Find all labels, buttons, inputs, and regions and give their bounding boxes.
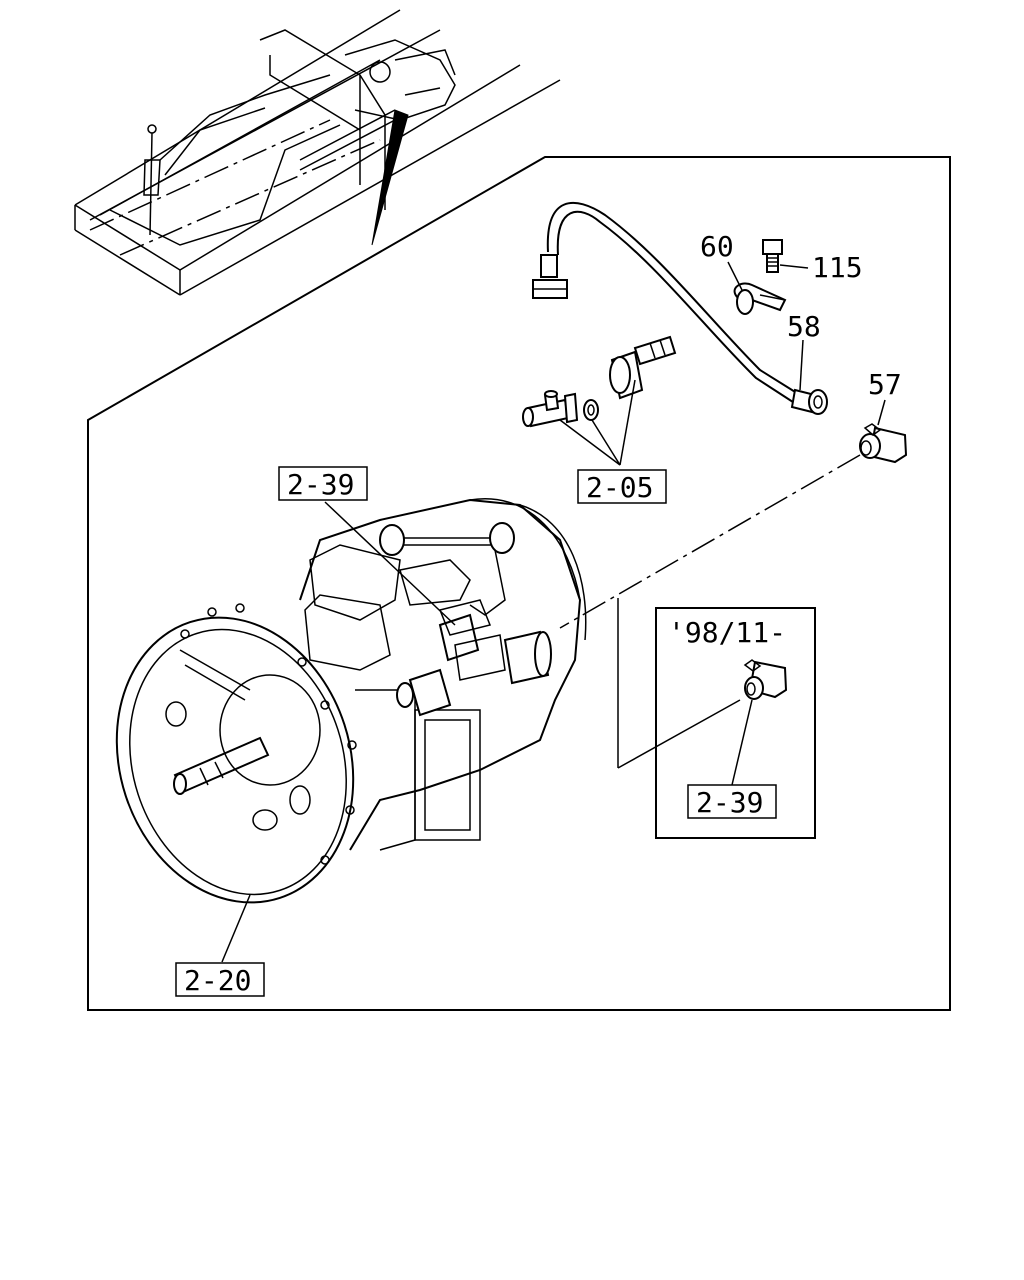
ref-2-20: 2-20 — [184, 964, 251, 997]
ref-2-39-top: 2-39 — [287, 468, 354, 501]
inset-date-label: '98/11- — [668, 616, 786, 649]
speed-sensor — [859, 423, 908, 464]
inset-sensor — [743, 659, 788, 700]
chassis-overview — [74, 9, 561, 296]
ref-2-39-inset: 2-39 — [696, 786, 763, 819]
callout-labels: 60 115 58 57 '98/11- — [668, 230, 902, 649]
label-58: 58 — [787, 310, 821, 343]
label-60: 60 — [700, 230, 734, 263]
speedometer-cable — [532, 202, 828, 415]
transmission — [115, 498, 587, 904]
bolt — [762, 239, 783, 273]
inset-frame — [655, 607, 816, 839]
label-115: 115 — [812, 251, 863, 284]
reference-boxes: 2-05 2-39 2-39 2-20 — [175, 466, 777, 997]
label-57: 57 — [868, 368, 902, 401]
detail-frame — [87, 156, 951, 1011]
ref-2-05: 2-05 — [586, 471, 653, 504]
cable-clamp — [733, 282, 787, 315]
fitting-parts — [522, 335, 677, 428]
leader-lines — [221, 261, 886, 963]
